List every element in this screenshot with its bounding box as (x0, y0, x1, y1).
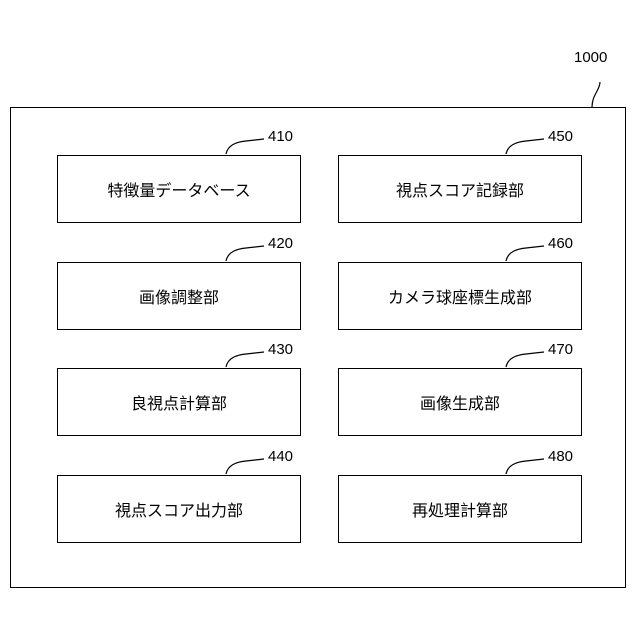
camera-sphere-coord-label: カメラ球座標生成部 (388, 284, 532, 308)
reprocess-calc-block: 再処理計算部 (338, 475, 582, 543)
viewpoint-score-output-label: 視点スコア出力部 (115, 497, 243, 521)
system-leader-line (592, 82, 600, 107)
viewpoint-score-record-label: 視点スコア記録部 (396, 177, 524, 201)
viewpoint-score-record-block: 視点スコア記録部 (338, 155, 582, 223)
feature-database-label: 特徴量データベース (107, 177, 250, 201)
image-generation-block: 画像生成部 (338, 368, 582, 436)
viewpoint-score-output-block: 視点スコア出力部 (57, 475, 301, 543)
reprocess-calc-label: 再処理計算部 (412, 497, 508, 521)
block-420-ref: 420 (268, 236, 293, 251)
camera-sphere-coord-block: カメラ球座標生成部 (338, 262, 582, 330)
image-adjustment-label: 画像調整部 (139, 284, 219, 308)
block-410-ref: 410 (268, 129, 293, 144)
feature-database-block: 特徴量データベース (57, 155, 301, 223)
image-generation-label: 画像生成部 (420, 390, 500, 414)
block-480-ref: 480 (548, 449, 573, 464)
block-440-ref: 440 (268, 449, 293, 464)
block-450-ref: 450 (548, 129, 573, 144)
block-470-ref: 470 (548, 342, 573, 357)
block-460-ref: 460 (548, 236, 573, 251)
image-adjustment-block: 画像調整部 (57, 262, 301, 330)
good-viewpoint-calc-label: 良視点計算部 (131, 390, 227, 414)
block-430-ref: 430 (268, 342, 293, 357)
good-viewpoint-calc-block: 良視点計算部 (57, 368, 301, 436)
system-ref-label: 1000 (574, 50, 607, 65)
